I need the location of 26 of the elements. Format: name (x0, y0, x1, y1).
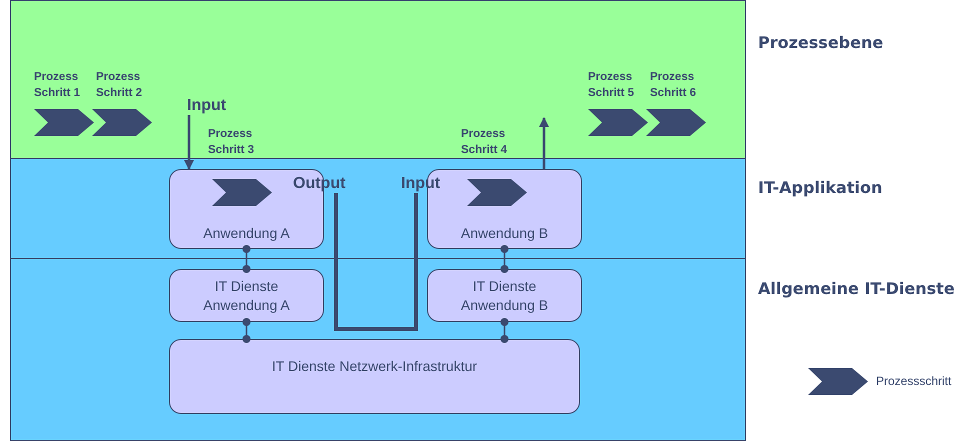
box-label: IT Dienste Netzwerk-Infrastruktur (270, 357, 478, 376)
connector-line (242, 245, 250, 273)
legend-label: Prozessschritt (876, 373, 952, 389)
layer-heading: Allgemeine IT-Dienste (758, 278, 956, 300)
layer-heading: IT-Applikation (758, 177, 884, 199)
infrastructure-box (169, 339, 580, 414)
data-flow-line (334, 193, 418, 331)
flow-label: Input (187, 97, 226, 115)
box-label: IT Dienste Anwendung A (202, 277, 291, 315)
service-box (169, 269, 324, 322)
connector-line (500, 245, 508, 273)
step-label: Prozess Schritt 3 (208, 127, 256, 158)
box-label: IT Dienste Anwendung B (460, 277, 550, 315)
arrow (184, 115, 194, 170)
step-label: Prozess Schritt 4 (461, 127, 508, 158)
connector-line (500, 318, 508, 343)
arrow (539, 117, 549, 169)
box-label: Anwendung A (202, 224, 291, 243)
step-label: Prozess Schritt 5 (588, 70, 636, 101)
service-box (427, 269, 582, 322)
connector-line (242, 318, 250, 343)
step-label: Prozess Schritt 2 (96, 70, 144, 101)
step-label: Prozess Schritt 6 (650, 70, 698, 101)
layer-heading: Prozessebene (758, 32, 884, 54)
box-label: Anwendung B (460, 224, 550, 243)
step-label: Prozess Schritt 1 (34, 70, 82, 101)
